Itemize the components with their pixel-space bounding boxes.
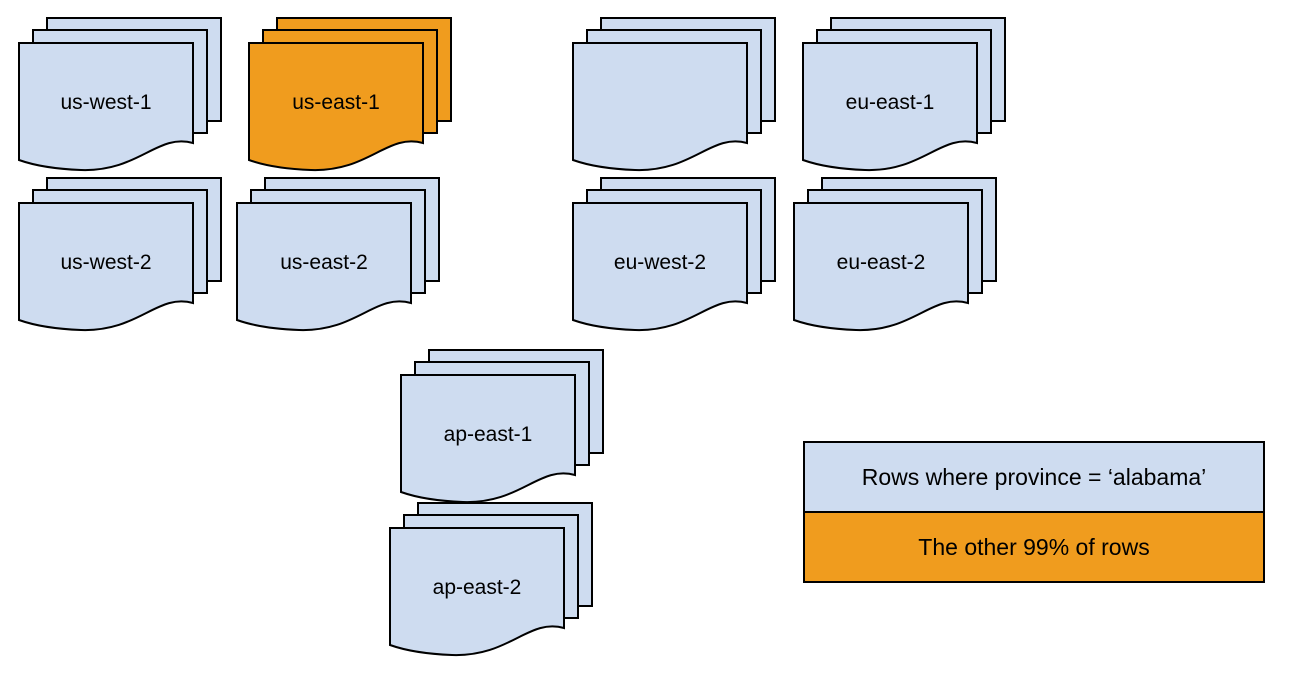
legend-row-other-rows: The other 99% of rows (805, 513, 1263, 581)
legend-label: The other 99% of rows (918, 533, 1150, 560)
stacked-documents-icon (236, 177, 440, 332)
region-stack-eu-west-2: eu-west-2 (572, 176, 777, 336)
region-stack-us-east-1: us-east-1 (248, 16, 453, 176)
stacked-documents-icon (572, 177, 776, 332)
legend: Rows where province = ‘alabama’ The othe… (803, 441, 1265, 583)
region-stack-eu-east-1: eu-east-1 (802, 16, 1007, 176)
stacked-documents-icon (248, 17, 452, 172)
stacked-documents-icon (802, 17, 1006, 172)
region-stack-eu-west-1 (572, 16, 777, 176)
stacked-documents-icon (18, 177, 222, 332)
stacked-documents-icon (793, 177, 997, 332)
region-stack-eu-east-2: eu-east-2 (793, 176, 998, 336)
legend-label: Rows where province = ‘alabama’ (861, 463, 1207, 490)
stacked-documents-icon (18, 17, 222, 172)
stacked-documents-icon (400, 349, 604, 504)
region-stack-us-east-2: us-east-2 (236, 176, 441, 336)
stacked-documents-icon (389, 502, 593, 657)
region-stack-ap-east-2: ap-east-2 (389, 501, 594, 661)
stacked-documents-icon (572, 17, 776, 172)
region-stack-us-west-2: us-west-2 (18, 176, 223, 336)
region-stack-ap-east-1: ap-east-1 (400, 348, 605, 508)
region-stack-us-west-1: us-west-1 (18, 16, 223, 176)
legend-row-alabama: Rows where province = ‘alabama’ (805, 443, 1263, 513)
